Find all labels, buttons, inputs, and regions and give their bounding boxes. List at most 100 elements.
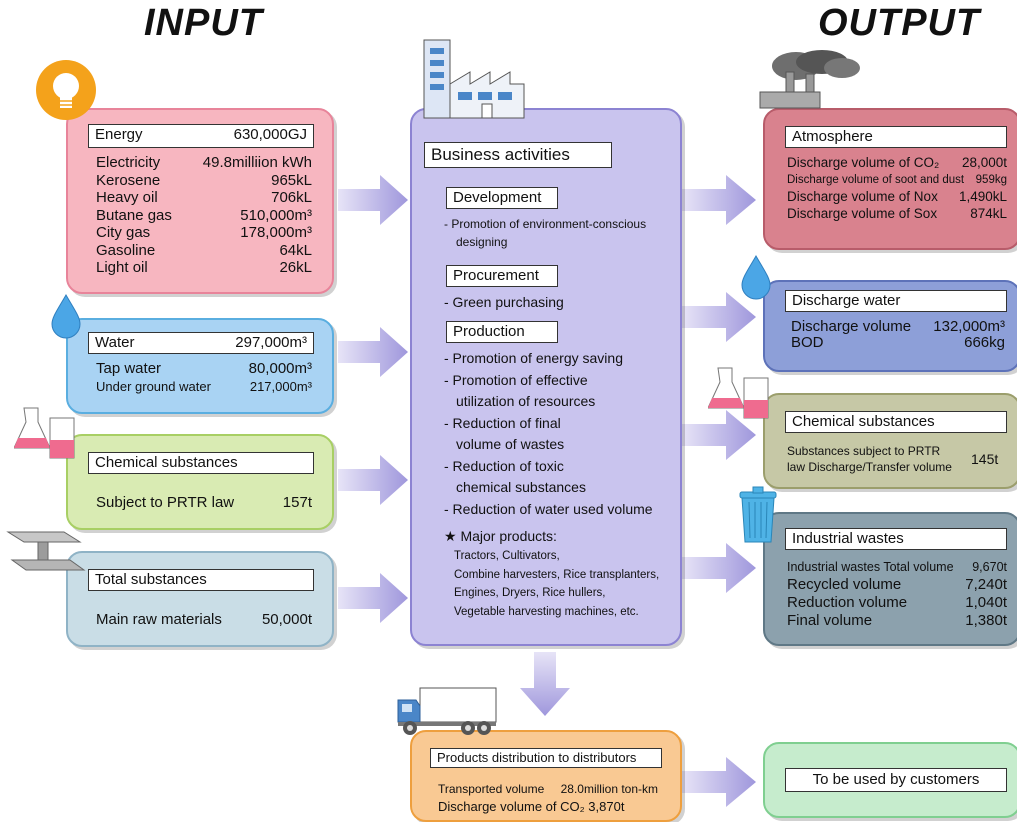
production-title: Production [446,321,558,343]
water-drop-output-icon [741,254,771,300]
arrow-discharge [682,292,756,342]
energy-item-value: 965kL [271,171,312,189]
atmosphere-item-label: Discharge volume of Nox [787,189,938,204]
wastes-item-value: 7,240t [965,576,1007,593]
water-drop-icon [51,293,81,339]
chemical-output-title: Chemical substances [785,411,1007,433]
truck-icon [397,687,497,735]
development-line-1: - Promotion of environment-conscious [444,217,647,231]
energy-item-value: 178,000m³ [240,224,312,241]
production-line: - Reduction of toxic [444,457,564,474]
water-title: Water [95,334,135,351]
business-activities-panel: Business activities Development - Promot… [410,108,682,646]
arrow-customers [682,757,756,807]
products-line: Tractors, Cultivators, [454,550,560,562]
flask-output-icon [708,367,769,419]
chemical-output-panel: Chemical substances Substances subject t… [763,393,1017,489]
customers-panel: To be used by customers [763,742,1017,818]
customers-title: To be used by customers [785,768,1007,792]
atmosphere-item-value: 874kL [970,206,1007,221]
flask-icon [14,407,75,459]
products-title: ★ Major products: [444,528,557,544]
atmosphere-item-row: Discharge volume of Sox 874kL [787,205,1007,223]
arrow-water [338,327,408,377]
input-heading: INPUT [144,2,263,44]
industrial-wastes-panel: Industrial wastes Industrial wastes Tota… [763,512,1017,646]
production-line: - Reduction of final [444,414,561,431]
energy-item-label: Gasoline [96,241,156,259]
energy-item-value: 706kL [271,189,312,206]
arrow-chem-in [338,455,408,505]
wastes-item-label: Final volume [787,612,873,629]
output-heading: OUTPUT [818,2,981,44]
products-line: Combine harvesters, Rice transplanters, [454,568,660,581]
atmosphere-item-row: Discharge volume of Nox 1,490kL [787,188,1007,206]
atmosphere-item-label: Discharge volume of Sox [787,206,938,221]
wastes-item-label: Recycled volume [787,576,902,593]
production-line: - Promotion of effective [444,371,588,388]
arrow-total [338,573,408,623]
energy-item-value: 26kL [279,259,312,276]
water-header: Water 297,000m³ [88,332,314,354]
energy-item-label: Kerosene [96,171,161,189]
smokestack-icon [759,50,860,109]
energy-item-label: Light oil [96,259,148,276]
procurement-line-1: - Green purchasing [444,294,564,310]
production-line: volume of wastes [456,436,565,452]
chemical-input-title: Chemical substances [88,452,314,474]
development-title: Development [446,187,558,209]
chemical-output-line-1: Substances subject to PRTR [787,444,941,458]
arrow-wastes [682,543,756,593]
arrow-atmos [682,175,756,225]
wastes-item-row: Final volume 1,380t [787,612,1007,630]
arrow-energy [338,175,408,225]
arrow-chem-out [682,410,756,460]
energy-item-value: 510,000m³ [240,206,312,224]
production-line: - Reduction of water used volume [444,500,653,517]
energy-title: Energy [95,126,143,143]
chemical-output-line-2: law Discharge/Transfer volume [787,460,952,474]
arrow-distribution [520,652,570,716]
distribution-panel: Products distribution to distributors Tr… [410,730,682,822]
atmosphere-item-row: Discharge volume of CO₂ 28,000t [787,154,1007,172]
wastes-item-value: 1,040t [965,594,1007,611]
energy-item-row: Light oil 26kL [96,259,312,277]
energy-item-value: 49.8milliion kWh [202,154,312,171]
atmosphere-title: Atmosphere [785,126,1007,148]
energy-total: 630,000GJ [233,126,307,143]
production-line: chemical substances [456,479,586,495]
products-line: Engines, Dryers, Rice hullers, [454,587,606,599]
energy-item-label: Butane gas [96,206,172,224]
steel-beam-icon [6,531,86,571]
atmosphere-item-value: 28,000t [961,155,1007,170]
water-total: 297,000m³ [235,334,307,351]
atmosphere-item-value: 1,490kL [958,189,1007,204]
atmosphere-panel: Atmosphere Discharge volume of CO₂ 28,000… [763,108,1017,250]
energy-item-row: Butane gas 510,000m³ [96,207,312,225]
wastes-item-value: 1,380t [965,612,1007,629]
atmosphere-item-label: Discharge volume of CO₂ [787,155,940,170]
wastes-item-label: Industrial wastes Total volume [787,560,954,574]
products-line: Vegetable harvesting machines, etc. [454,605,639,618]
distribution-title: Products distribution to distributors [430,748,662,768]
atmosphere-item-value: 959kg [975,174,1007,186]
wastes-item-row: Recycled volume 7,240t [787,576,1007,594]
